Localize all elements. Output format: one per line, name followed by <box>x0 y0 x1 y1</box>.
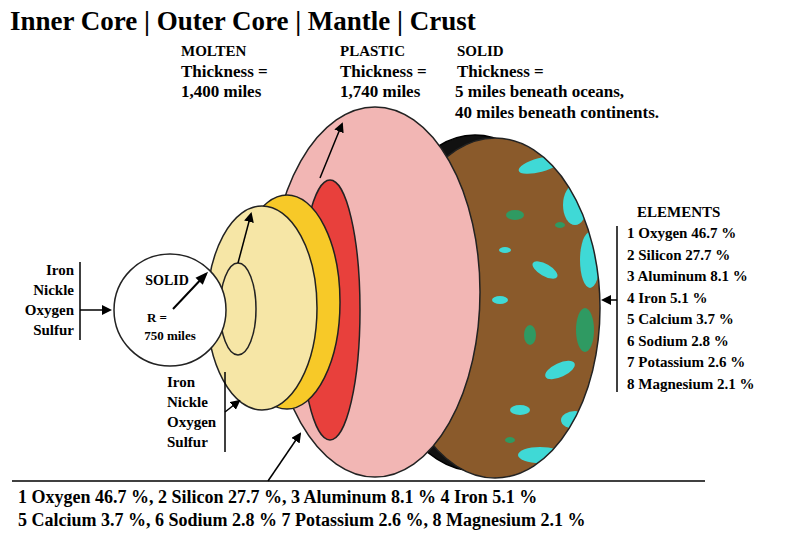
arrowhead <box>196 272 209 285</box>
element-name: Oxygen <box>25 302 74 319</box>
thickness-value: 5 miles beneath oceans, <box>455 82 624 102</box>
thickness-value: 40 miles beneath continents. <box>455 103 659 123</box>
leader-line <box>268 434 300 481</box>
title: Inner Core | Outer Core | Mantle | Crust <box>10 6 476 37</box>
element-percentage: 2 Silicon 27.7 % <box>627 247 730 264</box>
thickness-label: Thickness = <box>457 62 544 82</box>
thickness-label: Thickness = <box>340 62 427 82</box>
leader-line <box>225 401 239 412</box>
thickness-value: 1,740 miles <box>340 82 420 102</box>
layer-state: MOLTEN <box>181 43 246 60</box>
bracket <box>616 226 618 392</box>
state-label: SOLID <box>145 273 189 289</box>
element-name: Nickle <box>33 282 74 299</box>
composition-note: 1 Oxygen 46.7 %, 2 Silicon 27.7 %, 3 Alu… <box>18 487 537 508</box>
layer-state: PLASTIC <box>340 43 405 60</box>
element-percentage: 1 Oxygen 46.7 % <box>627 225 736 242</box>
element-name: Nickle <box>167 394 208 411</box>
list-heading: ELEMENTS <box>637 204 720 221</box>
element-percentage: 3 Aluminum 8.1 % <box>627 268 748 285</box>
composition-note: 5 Calcium 3.7 %, 6 Sodium 2.8 % 7 Potass… <box>18 510 586 531</box>
outer-core-arrow <box>238 214 251 263</box>
inner-core: SOLID R = 750 miles <box>113 253 227 367</box>
element-name: Sulfur <box>167 434 208 451</box>
bracket <box>12 480 705 482</box>
thickness-label: Thickness = <box>181 62 268 82</box>
thickness-value: 1,400 miles <box>181 82 261 102</box>
element-percentage: 7 Potassium 2.6 % <box>627 354 745 371</box>
leader-line <box>80 309 110 311</box>
leader-line <box>603 299 617 301</box>
inner-core-outline <box>113 253 227 367</box>
element-percentage: 8 Magnesium 2.1 % <box>627 376 755 393</box>
inner-core-circle <box>114 254 226 366</box>
element-percentage: 4 Iron 5.1 % <box>627 290 708 307</box>
bracket <box>79 262 81 340</box>
element-name: Oxygen <box>167 414 216 431</box>
layer-state: SOLID <box>457 43 504 60</box>
element-percentage: 5 Calcium 3.7 % <box>627 311 734 328</box>
element-name: Sulfur <box>33 322 74 339</box>
radius-label: 750 miles <box>144 329 196 344</box>
mantle-arrow <box>320 124 342 178</box>
element-name: Iron <box>167 374 195 391</box>
element-name: Iron <box>46 262 74 279</box>
radius-label: R = <box>147 311 167 326</box>
element-percentage: 6 Sodium 2.8 % <box>627 333 729 350</box>
